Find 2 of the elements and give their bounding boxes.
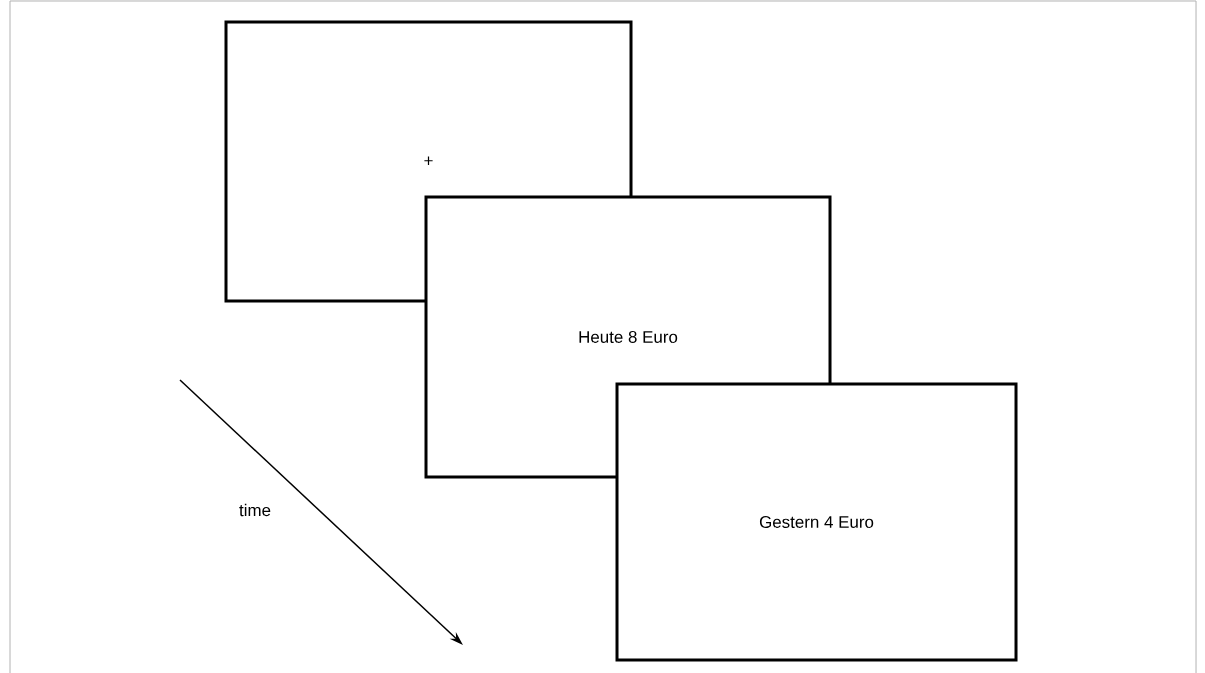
axis-label: time <box>239 503 271 517</box>
screen-box: Gestern 4 Euro <box>615 382 1018 662</box>
